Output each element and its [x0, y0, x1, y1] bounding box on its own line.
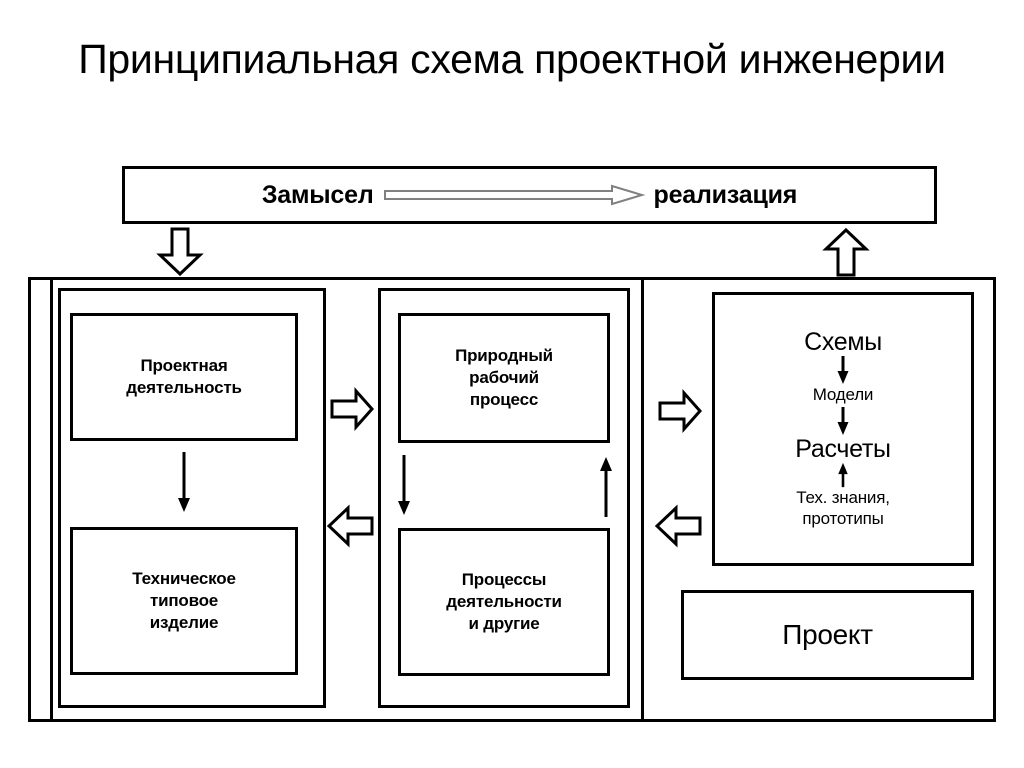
down-block-arrow-icon — [156, 227, 204, 277]
frame-center-divider — [641, 277, 644, 722]
down-arrow-icon — [178, 452, 190, 512]
banner-left-label: Замысел — [261, 180, 374, 209]
banner-content: Замысел реализация — [261, 180, 798, 210]
up-arrow-icon — [600, 457, 612, 517]
right-block-arrow-icon — [658, 389, 703, 433]
frame-left-strip-divider — [50, 277, 53, 722]
node-technical-standard-product: Техническое типовое изделие — [70, 527, 298, 675]
left-block-arrow-icon — [326, 504, 374, 548]
node-natural-working-process-label: Природный рабочий процесс — [455, 346, 553, 409]
schemes-flow: Схемы Модели Расчеты Тех. знания, протот… — [715, 295, 971, 563]
right-block-arrow-icon — [330, 387, 375, 431]
node-schemes-label: Схемы — [804, 327, 882, 356]
node-project-label: Проект — [782, 619, 873, 650]
node-calculations-label: Расчеты — [795, 434, 891, 463]
concept-to-realization-banner: Замысел реализация — [122, 166, 937, 224]
node-schemes-flow-box: Схемы Модели Расчеты Тех. знания, протот… — [712, 292, 974, 566]
node-project-activity: Проектная деятельность — [70, 313, 298, 441]
node-activity-processes-label: Процессы деятельности и другие — [446, 570, 562, 633]
left-column-group — [58, 288, 326, 708]
up-block-arrow-icon — [822, 227, 870, 277]
node-models-label: Модели — [812, 384, 874, 404]
down-arrow-icon — [398, 455, 410, 515]
up-arrow-icon — [838, 462, 848, 488]
banner-right-label: реализация — [653, 180, 798, 209]
node-tech-knowledge-prototypes-label: Тех. знания, прототипы — [796, 487, 890, 528]
node-technical-standard-product-label: Техническое типовое изделие — [132, 569, 236, 632]
page-title: Принципиальная схема проектной инженерии — [78, 36, 946, 82]
long-right-arrow-icon — [383, 184, 645, 206]
node-activity-processes: Процессы деятельности и другие — [398, 528, 610, 676]
node-natural-working-process: Природный рабочий процесс — [398, 313, 610, 443]
node-project: Проект — [681, 590, 974, 680]
node-project-activity-label: Проектная деятельность — [126, 356, 242, 397]
middle-column-group — [378, 288, 630, 708]
down-arrow-icon — [837, 355, 849, 384]
left-block-arrow-icon — [654, 504, 702, 548]
diagram-outer-frame — [28, 277, 996, 722]
down-arrow-icon — [837, 406, 849, 435]
